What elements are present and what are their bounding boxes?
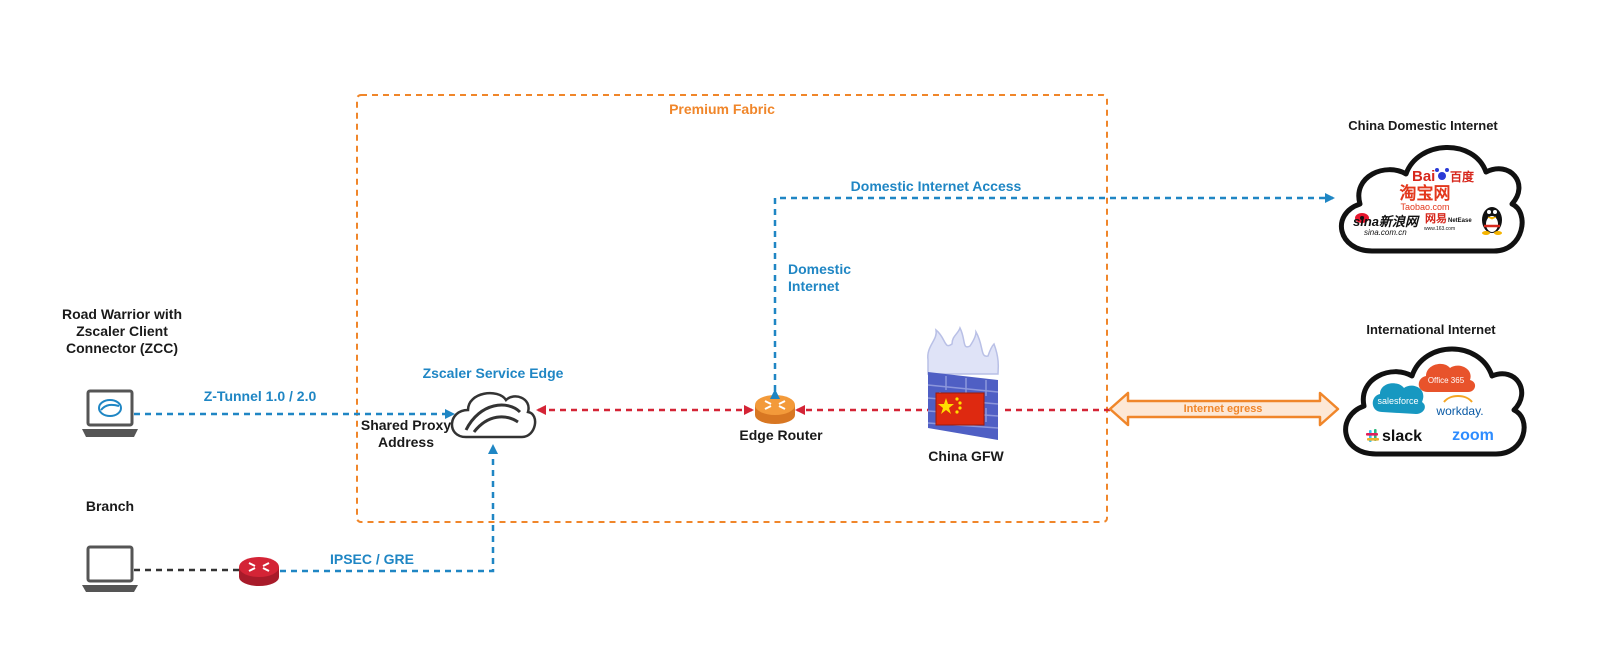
zoom-logo: zoom bbox=[1452, 427, 1494, 444]
workday-logo: workday. bbox=[1435, 404, 1483, 418]
baidu-logo-cn: 百度 bbox=[1450, 169, 1475, 184]
netease-logo: 网易 bbox=[1425, 212, 1447, 225]
domestic-internet-label-1: Domestic bbox=[788, 261, 851, 277]
internet-egress-arrow bbox=[1108, 391, 1340, 427]
service-edge-title: Zscaler Service Edge bbox=[423, 365, 564, 381]
shared-proxy-label-1: Shared Proxy bbox=[361, 417, 451, 433]
road-warrior-label-1: Road Warrior with bbox=[62, 306, 182, 322]
sina-url: sina.com.cn bbox=[1364, 228, 1407, 237]
taobao-url: Taobao.com bbox=[1400, 202, 1449, 212]
zscaler-cloud-icon bbox=[450, 391, 537, 439]
china-domestic-internet-cloud bbox=[1339, 145, 1525, 254]
international-internet-cloud bbox=[1343, 346, 1527, 457]
sina-eye-icon bbox=[1355, 213, 1369, 223]
qq-penguin-icon bbox=[1482, 207, 1502, 235]
branch-laptop-icon bbox=[82, 545, 138, 592]
z-tunnel-label: Z-Tunnel 1.0 / 2.0 bbox=[204, 388, 317, 404]
netease-url: www.163.com bbox=[1424, 226, 1455, 232]
zscaler-client-icon bbox=[98, 399, 122, 417]
domestic-internet-label-2: Internet bbox=[788, 278, 840, 294]
ipsec-gre-link bbox=[280, 444, 498, 573]
workday-arc-icon bbox=[1443, 395, 1473, 403]
slack-hash-icon bbox=[1366, 429, 1379, 442]
salesforce-cloud-icon bbox=[1372, 383, 1425, 414]
international-internet-title: International Internet bbox=[1366, 322, 1496, 337]
edge-router-icon bbox=[755, 395, 795, 424]
salesforce-logo: salesforce bbox=[1377, 396, 1418, 406]
slack-logo: slack bbox=[1382, 428, 1422, 445]
premium-fabric-title: Premium Fabric bbox=[669, 101, 775, 117]
internet-egress-label: Internet egress bbox=[1184, 403, 1263, 415]
domestic-internet-access-link bbox=[770, 193, 1335, 399]
taobao-logo: 淘宝网 bbox=[1400, 183, 1451, 203]
office365-logo: Office 365 bbox=[1428, 376, 1465, 385]
road-warrior-laptop-icon bbox=[82, 389, 138, 437]
china-gfw-label: China GFW bbox=[928, 448, 1004, 464]
baidu-paw-icon bbox=[1435, 168, 1449, 180]
shared-proxy-label-2: Address bbox=[378, 434, 434, 450]
branch-router-icon bbox=[239, 557, 279, 586]
road-warrior-label-3: Connector (ZCC) bbox=[66, 340, 178, 356]
sina-logo: sina新浪网 bbox=[1353, 214, 1420, 229]
netease-logo-en: NetEase bbox=[1448, 218, 1472, 224]
china-domestic-internet-title: China Domestic Internet bbox=[1348, 118, 1498, 133]
china-flag-icon bbox=[935, 392, 985, 426]
baidu-logo: Bai bbox=[1412, 168, 1435, 185]
road-warrior-label-2: Zscaler Client bbox=[76, 323, 168, 339]
domestic-internet-access-label: Domestic Internet Access bbox=[851, 178, 1022, 194]
branch-label: Branch bbox=[86, 498, 134, 514]
ipsec-gre-label: IPSEC / GRE bbox=[330, 551, 414, 567]
office365-cloud-icon bbox=[1418, 363, 1476, 392]
edge-router-label: Edge Router bbox=[739, 427, 823, 443]
